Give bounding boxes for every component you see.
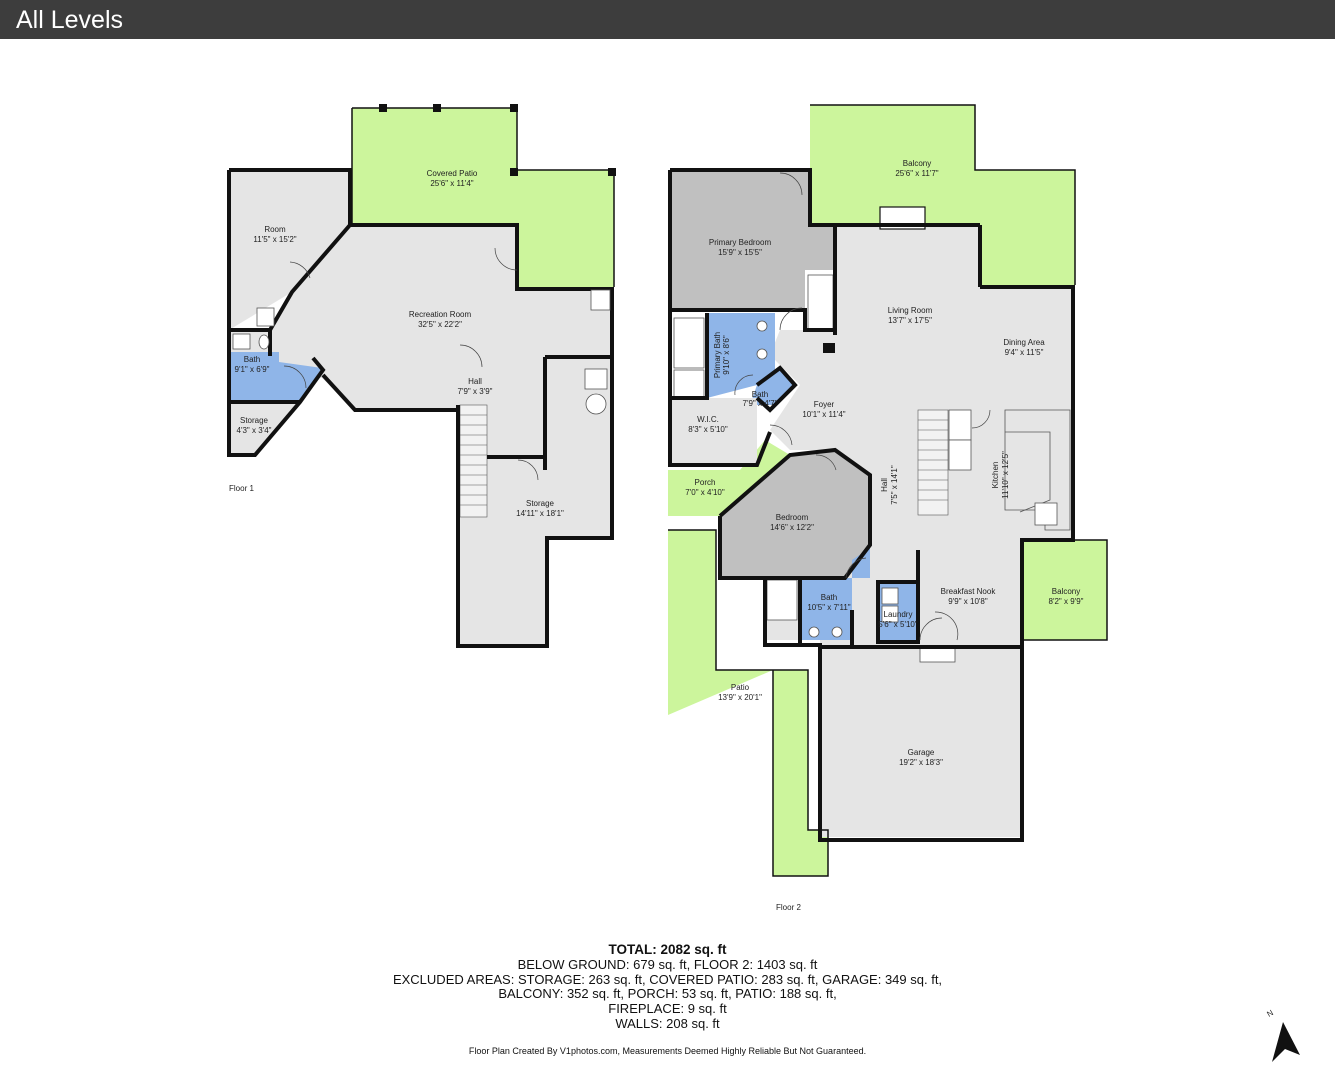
summary-line: BELOW GROUND: 679 sq. ft, FLOOR 2: 1403 …	[517, 956, 818, 972]
summary-line: BALCONY: 352 sq. ft, PORCH: 53 sq. ft, P…	[498, 986, 837, 1002]
floor-1-label: Floor 1	[229, 484, 254, 493]
summary-line: EXCLUDED AREAS: STORAGE: 263 sq. ft, COV…	[392, 971, 943, 987]
north-arrow-icon: N	[1265, 1008, 1300, 1062]
header-bar: All Levels	[0, 0, 1335, 39]
area-summary: TOTAL: 2082 sq. ft BELOW GROUND: 679 sq.…	[0, 942, 1335, 1032]
credit-text: Floor Plan Created By V1photos.com, Meas…	[468, 1046, 867, 1056]
summary-line: WALLS: 208 sq. ft	[615, 1015, 720, 1031]
compass-label: N	[1265, 1008, 1275, 1019]
total-area: TOTAL: 2082 sq. ft	[608, 942, 727, 957]
room-label-hall-f2: Hall7'5" x 14'1"	[880, 465, 899, 505]
page-title: All Levels	[16, 6, 123, 34]
room-label-kitchen: Kitchen11'10" x 12'5"	[991, 451, 1010, 499]
room-label-wic: W.I.C.8'3" x 5'10"	[688, 415, 728, 434]
floor-2-label: Floor 2	[776, 903, 801, 912]
summary-line: FIREPLACE: 9 sq. ft	[608, 1001, 727, 1017]
room-label-primary-bath: Primary Bath9'10" x 8'6"	[713, 332, 731, 378]
